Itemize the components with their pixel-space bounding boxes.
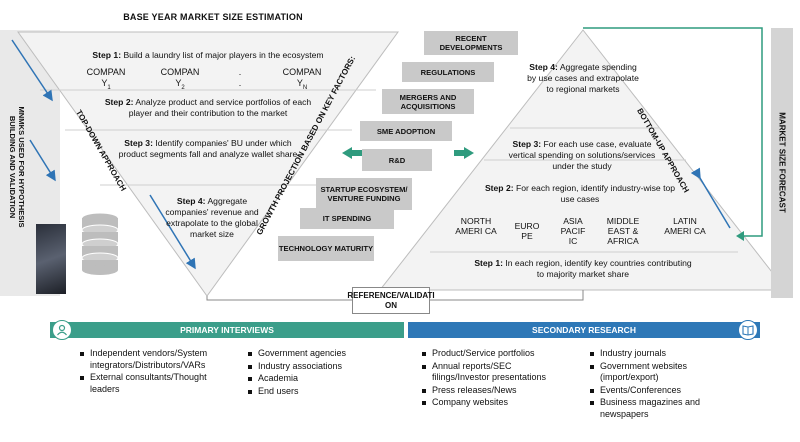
region-latin-america: LATIN AMERI CA <box>664 216 706 236</box>
book-icon <box>738 320 758 340</box>
td-step-3: Step 3: Identify companies' BU under whi… <box>118 138 298 159</box>
td-step-4: Step 4: Aggregate companies' revenue and… <box>165 196 259 239</box>
right-arrow-rd <box>454 147 474 159</box>
forecast-bar-bg <box>771 28 793 298</box>
region-europe: EURO PE <box>514 221 540 241</box>
list-item: Government agencies <box>248 348 398 360</box>
forecast-loop-arrowhead <box>736 231 744 241</box>
list-item: Government websites (import/export) <box>590 361 740 384</box>
list-item: Business magazines and newspapers <box>590 397 740 420</box>
list-item: Company websites <box>422 397 562 409</box>
factor-mergers: MERGERS AND ACQUISITIONS <box>382 89 474 114</box>
primary-interviews-title: PRIMARY INTERVIEWS <box>180 325 274 335</box>
td-side-arrow <box>29 139 56 182</box>
people-photo <box>36 224 66 294</box>
reference-validation-box: REFERENCE/VALIDATI ON <box>347 287 435 314</box>
secondary-list-1: Product/Service portfolios Annual report… <box>422 348 562 410</box>
factor-regulations: REGULATIONS <box>402 62 494 82</box>
forecast-label: MARKET SIZE FORECAST <box>777 112 787 213</box>
region-mea: MIDDLE EAST & AFRICA <box>606 216 640 246</box>
database-icon <box>81 212 119 275</box>
list-item: Academia <box>248 373 398 385</box>
factor-technology-maturity: TECHNOLOGY MATURITY <box>278 236 374 261</box>
company-ellipsis: .. <box>238 67 242 88</box>
list-item: Independent vendors/System integrators/D… <box>80 348 230 371</box>
td-down-arrow <box>149 194 196 270</box>
list-item: Annual reports/SEC filings/Investor pres… <box>422 361 562 384</box>
list-item: Product/Service portfolios <box>422 348 562 360</box>
factor-recent-developments: RECENT DEVELOPMENTS <box>424 31 518 55</box>
top-arrow-left <box>11 39 53 102</box>
list-item: Press releases/News <box>422 385 562 397</box>
left-arrow-rd <box>342 147 362 159</box>
list-item: Events/Conferences <box>590 385 740 397</box>
bu-up-arrow <box>690 167 731 229</box>
primary-interviews-bar: PRIMARY INTERVIEWS <box>50 322 404 338</box>
forecast-loop-line <box>583 27 763 237</box>
bu-step-3: Step 3: For each use case, evaluate vert… <box>508 139 656 171</box>
list-item: End users <box>248 386 398 398</box>
factor-it-spending: IT SPENDING <box>300 208 394 229</box>
secondary-research-title: SECONDARY RESEARCH <box>532 325 636 335</box>
region-asia-pacific: ASIA PACIF IC <box>560 216 586 246</box>
list-item: Industry journals <box>590 348 740 360</box>
factor-startup: STARTUP ECOSYSTEM/ VENTURE FUNDING <box>316 178 412 210</box>
region-north-america: NORTH AMERI CA <box>455 216 497 236</box>
secondary-list-2: Industry journals Government websites (i… <box>590 348 740 421</box>
person-icon <box>52 320 72 340</box>
base-year-header: BASE YEAR MARKET SIZE ESTIMATION <box>123 12 303 22</box>
bu-step-1: Step 1: In each region, identify key cou… <box>474 258 692 279</box>
primary-list-1: Independent vendors/System integrators/D… <box>80 348 230 396</box>
td-connector <box>206 296 352 301</box>
top-down-funnel <box>17 31 399 297</box>
secondary-research-bar: SECONDARY RESEARCH <box>408 322 760 338</box>
left-sidebar-label: MNMKS USED FOR HYPOTHESIS BUILDING AND V… <box>8 106 26 228</box>
factor-rnd: R&D <box>362 149 432 171</box>
list-item: External consultants/Thought leaders <box>80 372 230 395</box>
primary-list-2: Government agencies Industry association… <box>248 348 398 398</box>
bu-step-2: Step 2: For each region, identify indust… <box>484 183 676 204</box>
td-step-1: Step 1: Build a laundry list of major pl… <box>92 50 324 60</box>
list-item: Industry associations <box>248 361 398 373</box>
bu-step-4: Step 4: Aggregate spending by use cases … <box>527 62 639 94</box>
bu-connector <box>430 290 584 301</box>
td-step-2: Step 2: Analyze product and service port… <box>104 97 312 118</box>
factor-sme-adoption: SME ADOPTION <box>360 121 452 141</box>
